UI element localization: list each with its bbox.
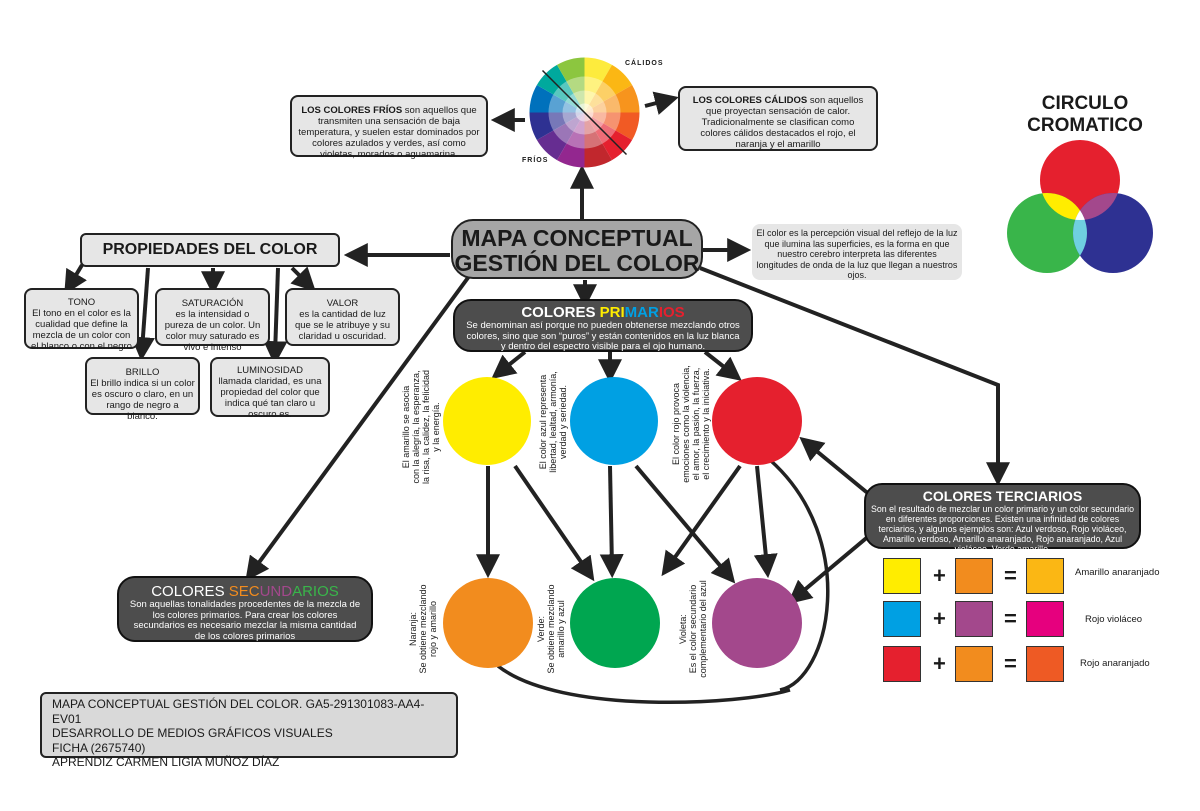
mix2-violet [955, 601, 993, 637]
tono-text: El tono en el color es la cualidad que d… [31, 308, 132, 352]
warm-colors-box: LOS COLORES CÁLIDOS son aquellos que pro… [678, 86, 878, 151]
saturacion-box: SATURACIÓN es la intensidad o pureza de … [155, 288, 270, 353]
color-definition: El color es la percepción visual del ref… [752, 224, 962, 280]
terciarios-title: COLORES TERCIARIOS [922, 488, 1083, 504]
valor-box: VALOR es la cantidad de luz que se le at… [285, 288, 400, 346]
footer-line2: DESARROLLO DE MEDIOS GRÁFICOS VISUALES [52, 726, 333, 740]
mix3-plus: + [933, 651, 946, 676]
mix1-plus: + [933, 563, 946, 588]
violet-text: Violeta: Es el color secundario compleme… [678, 580, 708, 678]
luminosidad-text: llamada claridad, es una propiedad del c… [218, 376, 322, 420]
central-line1: MAPA CONCEPTUAL [461, 225, 693, 251]
mix2-result [1026, 601, 1064, 637]
footer-line4: APRENDIZ CARMEN LIGIA MUÑOZ DÍAZ [52, 755, 280, 769]
primarios-title-b: PRI [599, 304, 625, 321]
primarios-title-c: MAR [624, 304, 659, 321]
primarios-title-a: COLORES [521, 304, 600, 321]
mix1-equals: = [1004, 563, 1017, 588]
mix3-label: Rojo anaranjado [1080, 658, 1150, 669]
mix3-red [883, 646, 921, 682]
primarios-title: COLORES PRIMARIOS [455, 304, 751, 321]
central-line2: GESTIÓN DEL COLOR [454, 250, 700, 276]
yellow-text: El amarillo se asocia con la alegría, la… [401, 369, 441, 485]
cold-colors-text: son aquellos que transmiten una sensació… [298, 105, 480, 160]
valor-title: VALOR [326, 298, 359, 309]
footer-box: MAPA CONCEPTUAL GESTIÓN DEL COLOR. GA5-2… [40, 692, 458, 769]
brillo-box: BRILLO El brillo indica si un color es o… [85, 357, 200, 422]
mix1-result [1026, 558, 1064, 594]
red-circle [712, 377, 802, 465]
rgb-title: CIRCULO CROMATICO [1010, 93, 1160, 137]
mix2-label: Rojo violáceo [1085, 614, 1143, 625]
primarios-box: COLORES PRIMARIOS Se denominan así porqu… [453, 299, 753, 352]
luminosidad-title: LUMINOSIDAD [237, 365, 303, 376]
mix1-label: Amarillo anaranjado [1075, 567, 1160, 578]
secundarios-title: COLORES SECUNDARIOS [119, 583, 371, 600]
primarios-title-d: IOS [658, 304, 685, 321]
tono-title: TONO [67, 297, 96, 308]
warm-colors-heading: LOS COLORES CÁLIDOS [692, 95, 808, 106]
green-text: Verde: Se obtiene mezclando amarillo y a… [536, 584, 566, 674]
mix3-orange [955, 646, 993, 682]
mix2-blue [883, 601, 921, 637]
violet-circle [712, 578, 802, 668]
green-circle [570, 578, 660, 668]
terciarios-box: COLORES TERCIARIOS Son el resultado de m… [864, 483, 1141, 554]
rgb-title-line1: CIRCULO [1041, 93, 1129, 114]
secundarios-title-a: COLORES [151, 583, 229, 600]
secundarios-box: COLORES SECUNDARIOS Son aquellas tonalid… [117, 576, 373, 642]
mix1-orange [955, 558, 993, 594]
rgb-venn [1007, 140, 1153, 273]
central-concept: MAPA CONCEPTUAL GESTIÓN DEL COLOR [451, 219, 703, 279]
warm-colors-text: son aquellos que proyectan sensación de … [700, 95, 864, 150]
blue-text: El color azul representa libertad, lealt… [538, 371, 568, 473]
orange-text: Naranja: Se obtiene mezclando rojo y ama… [408, 584, 438, 674]
warm-label: CÁLIDOS [625, 60, 664, 67]
luminosidad-box: LUMINOSIDAD llamada claridad, es una pro… [210, 357, 330, 420]
secundarios-text: Son aquellas tonalidades procedentes de … [129, 599, 361, 642]
cold-colors-heading: LOS COLORES FRÍOS [301, 105, 403, 116]
mix1-yellow [883, 558, 921, 594]
brillo-title: BRILLO [125, 367, 160, 378]
valor-text: es la cantidad de luz que se le atribuye… [294, 309, 391, 342]
rgb-title-line2: CROMATICO [1027, 115, 1143, 136]
saturacion-text: es la intensidad o pureza de un color. U… [164, 309, 261, 353]
terciarios-text: Son el resultado de mezclar un color pri… [870, 504, 1135, 554]
secundarios-title-d: ARIOS [292, 583, 339, 600]
mix3-equals: = [1004, 651, 1017, 676]
mix2-plus: + [933, 606, 946, 631]
tono-box: TONO El tono en el color es la cualidad … [24, 288, 139, 352]
properties-title: PROPIEDADES DEL COLOR [80, 233, 340, 267]
secundarios-title-c: UND [259, 583, 293, 600]
orange-circle [443, 578, 533, 668]
yellow-circle [443, 377, 531, 465]
saturacion-title: SATURACIÓN [181, 298, 244, 309]
cold-label: FRÍOS [522, 157, 549, 164]
red-text: El color rojo provoca emociones como la … [671, 365, 711, 483]
footer-line3: FICHA (2675740) [52, 740, 146, 755]
cold-colors-box: LOS COLORES FRÍOS son aquellos que trans… [290, 95, 488, 160]
brillo-text: El brillo indica si un color es oscuro o… [90, 378, 195, 422]
mix3-result [1026, 646, 1064, 682]
secundarios-title-b: SEC [228, 583, 260, 600]
blue-circle [570, 377, 658, 465]
mix2-equals: = [1004, 606, 1017, 631]
footer-line1: MAPA CONCEPTUAL GESTIÓN DEL COLOR. GA5-2… [52, 697, 425, 726]
primarios-text: Se denominan así porque no pueden obtene… [466, 320, 740, 352]
color-wheel [529, 57, 640, 168]
